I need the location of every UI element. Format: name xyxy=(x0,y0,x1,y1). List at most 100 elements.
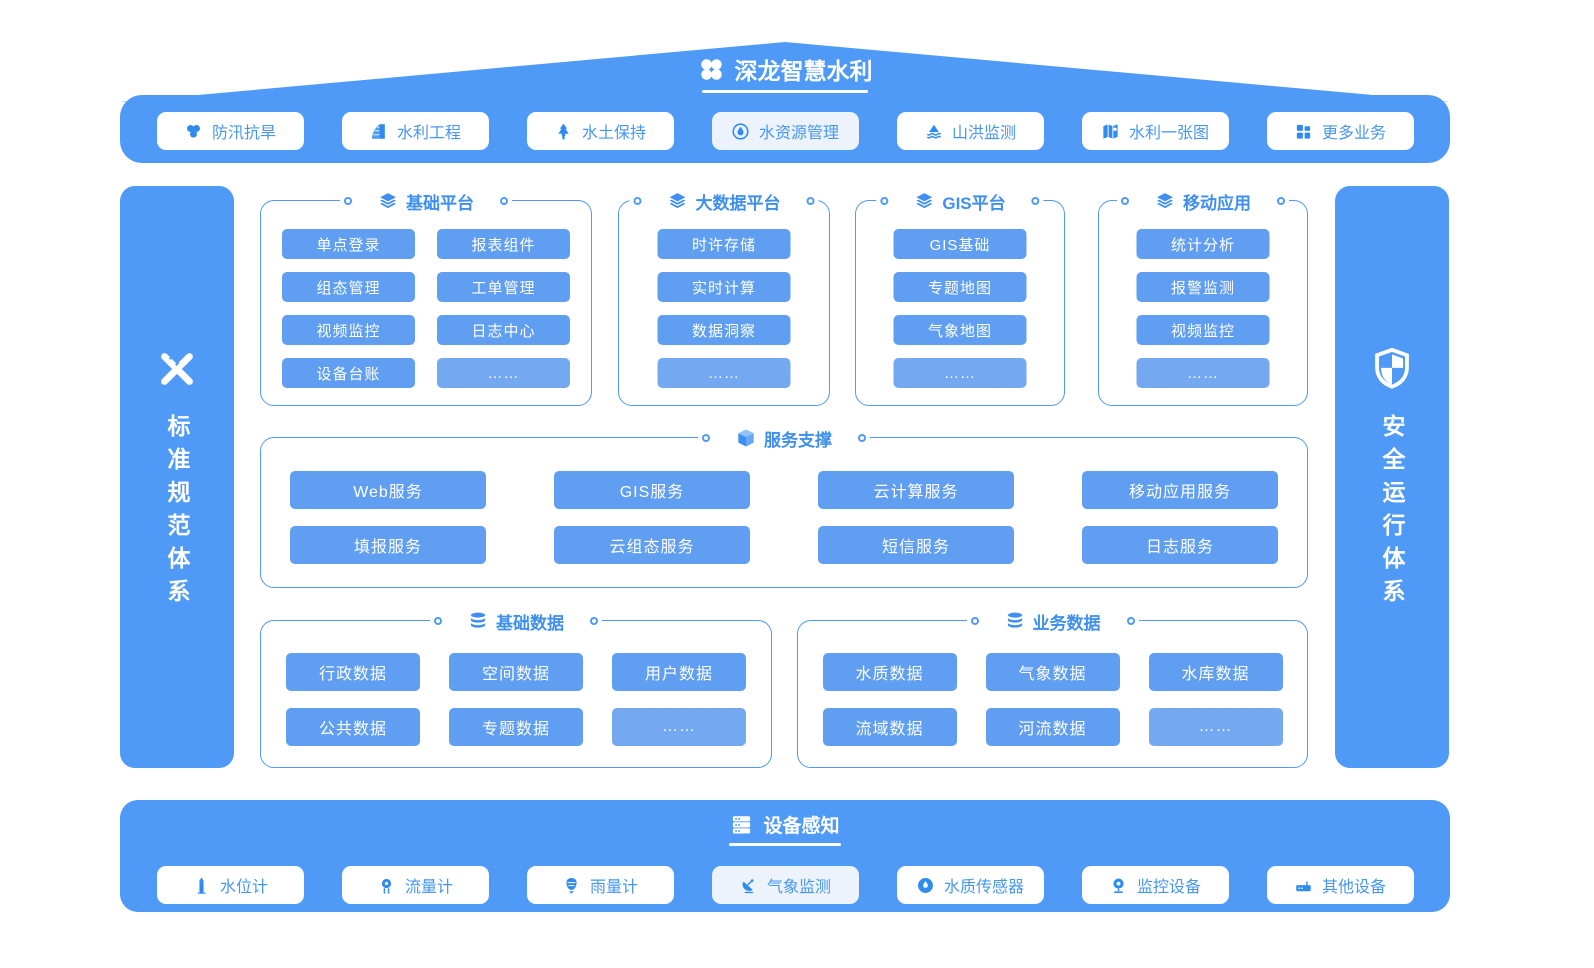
module-button[interactable]: 空间数据 xyxy=(449,653,583,691)
device-label: 气象监测 xyxy=(766,879,831,896)
module-button[interactable]: 云计算服务 xyxy=(818,471,1014,509)
connector-ring xyxy=(858,434,866,442)
panel-business-data: 业务数据 水质数据气象数据水库数据流域数据河流数据…… xyxy=(797,608,1308,768)
module-button[interactable]: 水库数据 xyxy=(1148,653,1283,691)
module-button[interactable]: 水质数据 xyxy=(822,653,957,691)
water-level-gauge-icon xyxy=(192,876,211,895)
water-resource-icon xyxy=(731,122,750,141)
device-row: 水位计 流量计 雨量计 气象监测 水质传感器 监控设备 其他设备 xyxy=(120,866,1450,904)
panel-mobile-app: 移动应用 统计分析报警监测视频监控…… xyxy=(1098,188,1308,406)
connector-ring xyxy=(970,617,979,625)
business-button[interactable]: 水资源管理 xyxy=(711,112,859,150)
business-label: 水利一张图 xyxy=(1128,125,1209,142)
device-button[interactable]: 雨量计 xyxy=(526,866,674,904)
module-button[interactable]: 气象地图 xyxy=(893,315,1027,345)
module-button[interactable]: 气象数据 xyxy=(985,653,1120,691)
camera-icon xyxy=(1109,876,1128,895)
panel-grid: 行政数据空间数据用户数据公共数据专题数据 …… xyxy=(286,653,746,746)
clover-logo-icon xyxy=(698,56,725,83)
module-button[interactable]: 工单管理 xyxy=(437,272,570,302)
business-label: 水土保持 xyxy=(581,125,646,142)
module-button[interactable]: 公共数据 xyxy=(286,708,420,746)
connector-ring xyxy=(344,197,352,205)
module-button[interactable]: …… xyxy=(657,358,791,388)
shield-icon xyxy=(1369,346,1415,392)
business-button[interactable]: 水利一张图 xyxy=(1081,112,1229,150)
device-button[interactable]: 气象监测 xyxy=(711,866,859,904)
other-device-icon xyxy=(1294,876,1313,895)
panel-title: 基础数据 xyxy=(496,613,564,633)
module-button[interactable]: 流域数据 xyxy=(822,708,957,746)
connector-ring xyxy=(1031,197,1040,205)
device-button[interactable]: 水位计 xyxy=(156,866,304,904)
connector-ring xyxy=(880,197,889,205)
module-button[interactable]: 短信服务 xyxy=(818,526,1014,564)
module-button[interactable]: 单点登录 xyxy=(282,229,415,259)
module-button[interactable]: 日志服务 xyxy=(1082,526,1278,564)
device-button[interactable]: 监控设备 xyxy=(1081,866,1229,904)
module-button[interactable]: 云组态服务 xyxy=(554,526,750,564)
module-button[interactable]: 填报服务 xyxy=(290,526,486,564)
panel-title: 大数据平台 xyxy=(695,193,781,213)
mountain-flood-icon xyxy=(924,122,943,141)
device-button[interactable]: 水质传感器 xyxy=(896,866,1044,904)
module-button[interactable]: 视频监控 xyxy=(1136,315,1270,345)
flood-control-icon xyxy=(184,122,203,141)
module-button[interactable]: …… xyxy=(893,358,1027,388)
module-button[interactable]: 统计分析 xyxy=(1136,229,1270,259)
module-button[interactable]: GIS服务 xyxy=(554,471,750,509)
module-button[interactable]: 设备台账 xyxy=(282,358,415,388)
map-icon xyxy=(1101,122,1120,141)
tree-icon xyxy=(554,122,573,141)
module-button[interactable]: 数据洞察 xyxy=(657,315,791,345)
business-button[interactable]: 防汛抗旱 xyxy=(156,112,304,150)
module-button[interactable]: 移动应用服务 xyxy=(1082,471,1278,509)
standards-pillar-label: 标准规范体系 xyxy=(164,414,190,612)
module-button[interactable]: 专题地图 xyxy=(893,272,1027,302)
module-button[interactable]: Web服务 xyxy=(290,471,486,509)
module-button[interactable]: 河流数据 xyxy=(985,708,1120,746)
module-button[interactable]: 实时计算 xyxy=(657,272,791,302)
database-icon xyxy=(1005,611,1025,631)
module-button[interactable]: 报警监测 xyxy=(1136,272,1270,302)
panel-service-support: 服务支撑 Web服务 GIS服务 云计算服务 移动应用服务填报服务 云组态服务 短信服务 日… xyxy=(260,425,1308,588)
module-button[interactable]: 时许存储 xyxy=(657,229,791,259)
business-button[interactable]: 水利工程 xyxy=(341,112,489,150)
panel-basic-platform: 基础平台 单点登录报表组件组态管理工单管理视频监控日志中心设备台账…… xyxy=(260,188,592,406)
module-button[interactable]: 组态管理 xyxy=(282,272,415,302)
module-button[interactable]: …… xyxy=(1136,358,1270,388)
module-button[interactable]: 报表组件 xyxy=(437,229,570,259)
module-button[interactable]: …… xyxy=(1148,708,1283,746)
connector-ring xyxy=(806,197,815,205)
connector-ring xyxy=(702,434,710,442)
database-icon xyxy=(468,611,488,631)
business-button[interactable]: 山洪监测 xyxy=(896,112,1044,150)
module-button[interactable]: GIS基础 xyxy=(893,229,1027,259)
title-underline xyxy=(729,843,841,846)
module-button[interactable]: …… xyxy=(612,708,746,746)
business-button[interactable]: 更多业务 xyxy=(1266,112,1414,150)
module-button[interactable]: …… xyxy=(437,358,570,388)
connector-ring xyxy=(633,197,642,205)
services-grid: Web服务 GIS服务 云计算服务 移动应用服务填报服务 云组态服务 短信服务 日志服务 xyxy=(290,471,1278,564)
module-button[interactable]: 专题数据 xyxy=(449,708,583,746)
panel-title: GIS平台 xyxy=(942,193,1006,213)
business-label: 更多业务 xyxy=(1321,125,1386,142)
module-button[interactable]: 日志中心 xyxy=(437,315,570,345)
panel-gis-platform: GIS平台 GIS基础专题地图气象地图 …… xyxy=(855,188,1065,406)
ruler-pencil-icon xyxy=(154,346,200,392)
module-button[interactable]: 用户数据 xyxy=(612,653,746,691)
device-label: 监控设备 xyxy=(1136,879,1201,896)
device-label: 水质传感器 xyxy=(943,879,1024,896)
business-button[interactable]: 水土保持 xyxy=(526,112,674,150)
device-button[interactable]: 其他设备 xyxy=(1266,866,1414,904)
server-icon xyxy=(730,813,753,836)
module-button[interactable]: 行政数据 xyxy=(286,653,420,691)
device-button[interactable]: 流量计 xyxy=(341,866,489,904)
device-label: 流量计 xyxy=(404,879,453,896)
water-quality-sensor-icon xyxy=(916,876,935,895)
flow-meter-icon xyxy=(377,876,396,895)
panel-title: 服务支撑 xyxy=(764,430,832,450)
module-button[interactable]: 视频监控 xyxy=(282,315,415,345)
panel-grid: 水质数据气象数据水库数据流域数据河流数据 …… xyxy=(822,653,1283,746)
